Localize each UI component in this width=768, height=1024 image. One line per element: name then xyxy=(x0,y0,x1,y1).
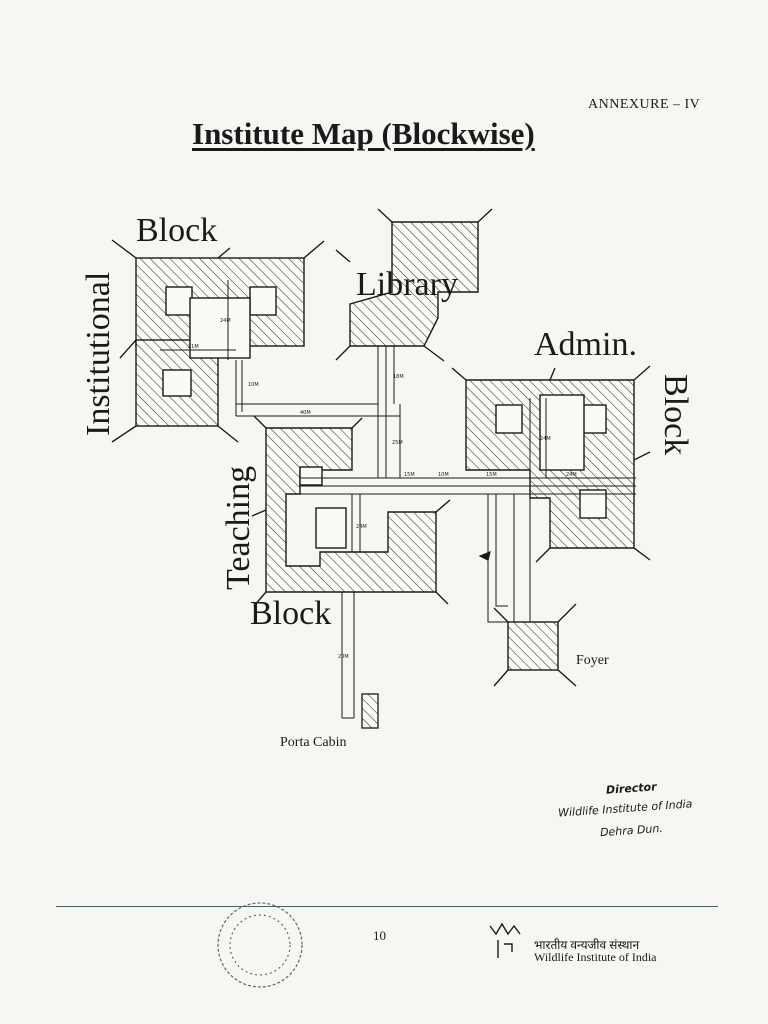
footer-rule xyxy=(56,906,718,907)
admin-block-label: Block xyxy=(657,374,694,456)
distance-label: 25M xyxy=(392,440,403,446)
distance-label: 21M xyxy=(188,344,199,350)
distance-label: 18M xyxy=(393,374,404,380)
org-name-english: Wildlife Institute of India xyxy=(534,950,657,964)
distance-label: 24M xyxy=(566,472,577,478)
library-block xyxy=(335,208,493,362)
distance-label: 10M xyxy=(438,472,449,478)
foyer-block xyxy=(493,603,577,687)
distance-label: 15M xyxy=(486,472,497,478)
distance-label: 24M xyxy=(220,318,231,324)
page-title: Institute Map (Blockwise) xyxy=(192,116,535,151)
institutional-block xyxy=(111,239,325,443)
porta-cabin-label: Porta Cabin xyxy=(280,735,347,750)
admin-label: Admin. xyxy=(534,326,637,363)
distance-label: 15M xyxy=(404,472,415,478)
distance-label: 40M xyxy=(300,410,311,416)
annexure-label: ANNEXURE – IV xyxy=(588,97,701,112)
seal-stamp xyxy=(217,902,303,988)
distance-label: 20M xyxy=(338,654,349,660)
teaching-label: Teaching xyxy=(220,465,257,590)
distance-label: 24M xyxy=(540,436,551,442)
foyer-label: Foyer xyxy=(576,653,609,668)
institutional-block-label: Block xyxy=(136,212,218,249)
library-label: Library xyxy=(356,266,458,303)
teaching-block xyxy=(251,415,451,607)
distance-labels: 24M 21M 10M 40M 18M 25M 15M 10M 15M 24M … xyxy=(188,318,577,660)
corridors xyxy=(160,280,636,719)
distance-label: 24M xyxy=(356,524,367,530)
org-name-hindi: भारतीय वन्यजीव संस्थान xyxy=(534,938,640,952)
institutional-label: Institutional xyxy=(80,271,117,436)
admin-block xyxy=(451,365,651,563)
north-arrow-icon xyxy=(478,551,491,561)
wii-logo-icon xyxy=(489,922,521,958)
distance-label: 10M xyxy=(248,382,259,388)
page-number: 10 xyxy=(373,928,386,943)
teaching-block-label: Block xyxy=(250,595,332,632)
porta-cabin xyxy=(361,693,379,729)
